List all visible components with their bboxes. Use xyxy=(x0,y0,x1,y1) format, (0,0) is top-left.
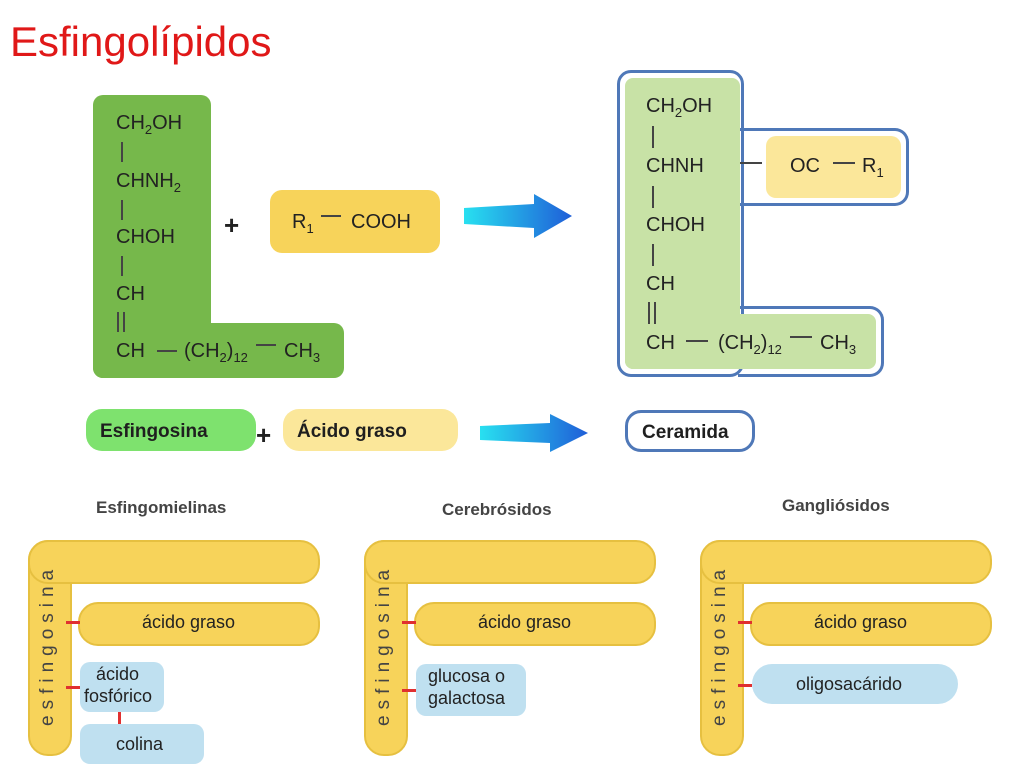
sphingosine-vertical-label: esfingosina xyxy=(37,563,58,726)
bond-single xyxy=(121,256,123,276)
ceramide-acyl-oc: OC xyxy=(790,155,820,177)
ceramide-methyl: CH3 xyxy=(820,332,857,357)
sphingosine-formula-row2: CHNH2 xyxy=(116,170,182,195)
bond-single xyxy=(121,142,123,162)
sugar-label-line2: galactosa xyxy=(428,688,506,708)
bond-tick xyxy=(66,621,80,624)
fatty-acid-bar xyxy=(750,602,992,646)
fatty-acid-bar-label: ácido graso xyxy=(814,612,908,632)
bond-single xyxy=(740,162,762,164)
sphingosine-vertical-label: esfingosina xyxy=(373,563,394,726)
choline-box xyxy=(80,724,204,764)
bond-single xyxy=(256,344,276,346)
ceramide-acyl-box xyxy=(766,136,901,198)
choline-label: colina xyxy=(116,734,164,754)
bond-single xyxy=(121,200,123,220)
sphingosine-formula-row4: CH xyxy=(116,283,145,305)
panel-title-cerebrosides: Cerebrósidos xyxy=(442,500,552,519)
fatty-acid-carboxyl: COOH xyxy=(351,211,411,233)
ceramide-formula-row2: CHNH xyxy=(646,155,704,177)
phosphoric-acid-label-line2: fosfórico xyxy=(84,686,153,706)
ceramide-frame-vertical xyxy=(617,70,744,377)
bond-single xyxy=(652,126,654,148)
sphingosine-formula-row1: CH2OH xyxy=(116,112,183,137)
fatty-acid-bar-label: ácido graso xyxy=(478,612,572,632)
sphingosine-bar-horizontal xyxy=(28,540,320,584)
bond-single xyxy=(652,244,654,266)
sphingosine-shape-horizontal xyxy=(93,323,344,378)
bond-single xyxy=(652,186,654,208)
panel-title-gangliosides: Gangliósidos xyxy=(782,496,890,515)
ceramide-label: Ceramida xyxy=(625,410,755,452)
sugar-label-line1: glucosa o xyxy=(428,666,506,686)
sphingosine-formula-row3: CHOH xyxy=(116,226,175,248)
fatty-acid-box xyxy=(270,190,440,253)
ceramide-formula-row3: CHOH xyxy=(646,214,705,236)
bond-single xyxy=(686,340,708,342)
fatty-acid-formula: R1 xyxy=(292,211,314,236)
bond-tick xyxy=(738,621,752,624)
ceramide-fill-bottom xyxy=(625,314,876,369)
reaction-arrow-icon xyxy=(464,194,572,238)
ceramide-frame-right xyxy=(738,128,909,206)
fatty-acid-bar-label: ácido graso xyxy=(142,612,236,632)
ceramide-formula-row5: CH xyxy=(646,332,675,354)
ceramide-formula-row4: CH xyxy=(646,273,675,295)
ceramide-frame-bottom xyxy=(738,306,884,377)
sphingosine-methyl: CH3 xyxy=(284,340,321,365)
sphingosine-formula-row5: CH xyxy=(116,340,145,362)
sphingosine-vertical-label: esfingosina xyxy=(709,563,730,726)
panel-title-sphingomyelins: Esfingomielinas xyxy=(96,498,227,517)
sphingosine-bar-horizontal xyxy=(700,540,992,584)
page-title: Esfingolípidos xyxy=(10,18,272,65)
reaction-arrow-icon xyxy=(480,414,588,452)
bond-tick xyxy=(738,684,752,687)
bond-double xyxy=(117,312,125,332)
sphingosine-bar-horizontal xyxy=(364,540,656,584)
bond-single xyxy=(157,350,177,352)
oligosaccharide-label: oligosacárido xyxy=(796,674,903,694)
fatty-acid-label: Ácido graso xyxy=(283,409,458,451)
plus-sign: + xyxy=(256,420,272,450)
plus-sign: + xyxy=(224,210,240,240)
bond-single xyxy=(833,162,855,164)
bond-tick xyxy=(118,712,121,724)
bond-tick xyxy=(402,621,416,624)
sphingosine-chain: (CH2)12 xyxy=(184,340,248,365)
bond-single xyxy=(321,215,341,217)
ceramide-formula-row1: CH2OH xyxy=(646,95,713,120)
ceramide-acyl-r1: R1 xyxy=(862,155,884,180)
ceramide-chain: (CH2)12 xyxy=(718,332,782,357)
sugar-box xyxy=(416,664,526,716)
fatty-acid-bar xyxy=(78,602,320,646)
sphingosine-label: Esfingosina xyxy=(86,409,256,451)
phosphoric-acid-label-line1: ácido xyxy=(96,664,140,684)
bond-tick xyxy=(66,686,80,689)
oligosaccharide-box xyxy=(752,664,958,704)
bond-double xyxy=(648,302,656,324)
bond-single xyxy=(790,336,812,338)
bond-tick xyxy=(402,689,416,692)
fatty-acid-bar xyxy=(414,602,656,646)
phosphoric-acid-box xyxy=(80,662,164,712)
